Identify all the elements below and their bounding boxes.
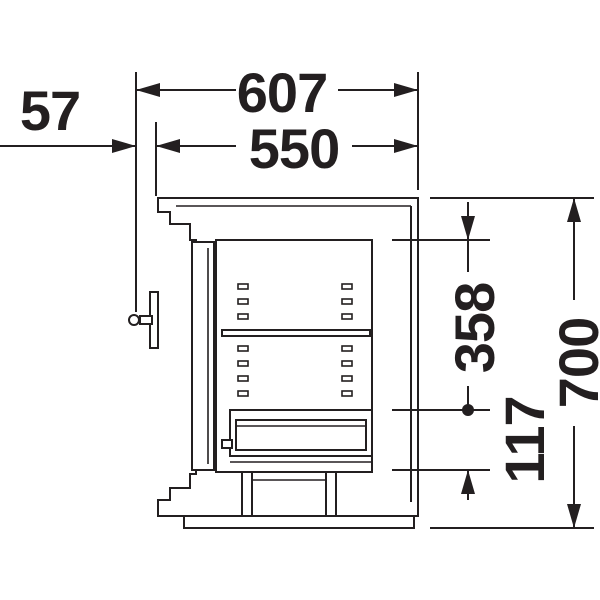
shelf [221,329,371,337]
label-handle-offset: 57 [20,79,80,142]
door-handle [128,291,159,349]
dimension-height-total: 700 [430,197,600,529]
peg-holes [237,283,353,397]
drawer [221,409,373,463]
datum-point [462,404,474,416]
dimension-width-outer: 607 [135,61,419,312]
label-height-total: 700 [547,318,600,408]
dimension-width-inner: 550 [155,117,418,196]
label-width-inner: 550 [249,117,339,180]
dimension-handle-offset: 57 [0,79,176,153]
dimension-height-lower: 117 [392,396,556,500]
label-height-lower: 117 [493,396,556,483]
label-width-outer: 607 [237,61,327,124]
door-edge [191,241,215,471]
safe-base [183,515,415,529]
label-height-upper: 358 [443,283,506,373]
safe-body [128,197,419,529]
dimension-height-upper: 358 [392,202,506,416]
lower-legs [241,471,337,517]
